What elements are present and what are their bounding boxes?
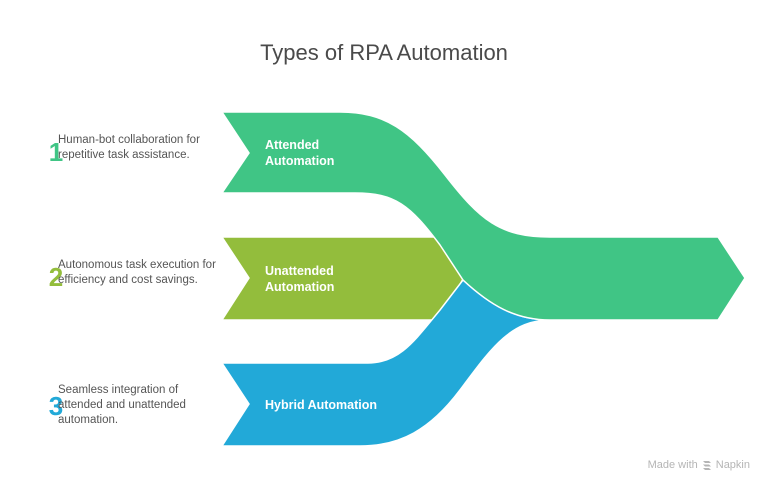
band-hybrid [220, 278, 551, 447]
made-with-napkin-footer[interactable]: Made with Napkin [648, 459, 750, 471]
footer-brand: Napkin [715, 459, 750, 471]
item-number-1: 1 [48, 137, 64, 167]
band-label-unattended-1: Unattended [265, 264, 334, 278]
napkin-logo-icon [702, 460, 712, 471]
band-label-attended-1: Attended [265, 138, 319, 152]
diagram-title: Types of RPA Automation [260, 40, 508, 65]
band-unattended [220, 236, 464, 321]
item-description-3: Seamless integration of attended and una… [58, 384, 186, 426]
band-label-hybrid: Hybrid Automation [265, 398, 377, 412]
item-number-3: 3 [48, 391, 64, 421]
item-description-2: Autonomous task execution for efficiency… [58, 259, 216, 286]
item-description-1: Human-bot collaboration for repetitive t… [58, 134, 200, 161]
item-number-2: 2 [48, 262, 64, 292]
band-label-unattended-2: Automation [265, 280, 334, 294]
band-label-attended-2: Automation [265, 154, 334, 168]
band-attended [220, 111, 746, 321]
footer-made-with: Made with [647, 459, 698, 471]
